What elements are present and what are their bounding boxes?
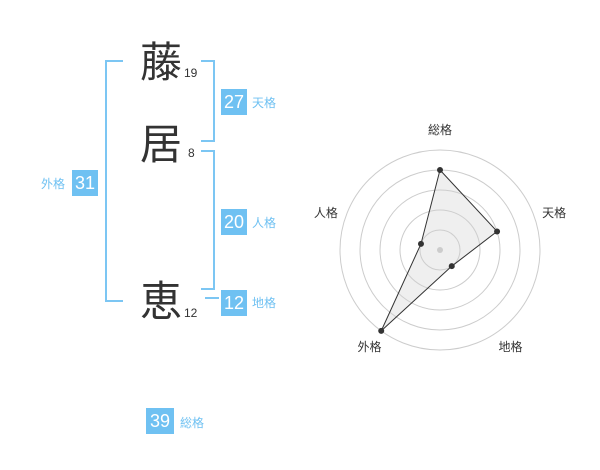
radar-ring-1 — [419, 229, 461, 271]
chikaku-label: 地格 — [252, 296, 277, 310]
radar-point-1 — [437, 167, 443, 173]
tenkaku-value: 27 — [221, 89, 247, 115]
radar-axis-label-1: 総格 — [428, 122, 452, 137]
jinkaku-value: 20 — [221, 209, 247, 235]
chikaku-connector — [205, 297, 219, 299]
jinkaku-label: 人格 — [252, 216, 277, 230]
radar-point-3 — [448, 263, 455, 270]
name-char-2: 居 — [140, 120, 183, 169]
tenkaku-label: 天格 — [252, 96, 277, 110]
tenkaku-bracket — [201, 60, 215, 142]
stroke-count-2: 8 — [188, 146, 195, 160]
radar-ring-5 — [339, 149, 541, 351]
soukaku-label: 総格 — [180, 416, 205, 430]
radar-ring-2 — [399, 209, 481, 291]
gaikaku-value: 31 — [72, 170, 98, 196]
stroke-count-1: 19 — [184, 66, 198, 80]
radar-point-5 — [417, 240, 424, 247]
gaikaku-bracket — [105, 60, 123, 302]
gaikaku-label: 外格 — [41, 177, 66, 191]
radar-axis-label-4: 外格 — [357, 339, 381, 354]
radar-ring-3 — [379, 189, 501, 311]
stroke-count-3: 12 — [184, 306, 198, 320]
name-char-3: 恵 — [140, 277, 183, 326]
radar-point-4 — [378, 327, 385, 334]
radar-center — [437, 247, 443, 253]
soukaku-value: 39 — [146, 408, 174, 434]
radar-axis-label-2: 天格 — [542, 205, 566, 220]
radar-axis-label-5: 人格 — [314, 205, 338, 220]
jinkaku-bracket — [201, 150, 215, 290]
radar-point-2 — [494, 228, 501, 235]
name-char-1: 藤 — [140, 38, 183, 87]
radar-axis-label-3: 地格 — [499, 339, 523, 354]
chikaku-value: 12 — [221, 290, 247, 316]
